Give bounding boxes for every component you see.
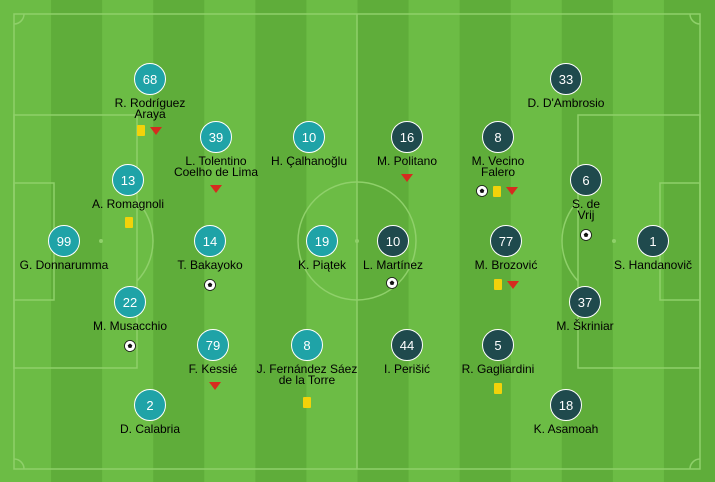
player-name: K. Piątek [297,258,347,272]
pitch-lines [13,13,701,470]
player-number: 99 [48,225,80,257]
player-name: G. Donnarumma [19,258,109,272]
player-number: 13 [112,164,144,196]
player-name: T. Bakayoko [177,258,243,272]
substitution-off-icon [209,382,221,390]
player-name: J. Fernández Sáez de la Torre [256,362,358,387]
pitch-stripe [255,0,307,482]
player-name: F. Kessié [188,362,238,376]
player-number: 18 [550,389,582,421]
player-number: 14 [194,225,226,257]
yellow-card-icon [494,279,502,290]
player-events [124,340,136,352]
player-name: A. Romagnoli [91,197,165,211]
player-name: I. Perišić [383,362,430,376]
player-number: 8 [482,121,514,153]
player-name: K. Asamoah [533,422,599,436]
player-name: L. Martínez [362,258,424,272]
substitution-off-icon [150,126,162,135]
yellow-card-icon [494,383,502,394]
player-number: 68 [134,63,166,95]
player-events [204,279,216,291]
player-name: R. Gagliardini [461,362,535,376]
player-events [210,185,222,193]
yellow-card-icon [125,217,133,228]
player-name: D. D'Ambrosio [527,96,605,110]
player-number: 16 [391,121,423,153]
yellow-card-icon [303,397,311,408]
yellow-card-icon [493,185,501,197]
player-events [401,174,413,182]
player-events [303,397,311,408]
pitch-stripe [663,0,715,482]
player-name: L. Tolentino Coelho de Lima [173,154,259,179]
player-events [580,229,592,241]
player-events [476,185,518,197]
player-number: 5 [482,329,514,361]
player-number: 19 [306,225,338,257]
yellow-card-icon [137,125,145,136]
player-name: M. Politano [376,154,438,168]
player-name: M. Musacchio [92,319,168,333]
substitution-off-icon [506,187,518,195]
player-events [494,383,502,394]
goal-ball-icon [476,185,488,197]
player-number: 37 [569,286,601,318]
player-number: 10 [293,121,325,153]
goal-ball-icon [124,340,136,352]
player-events [494,279,519,290]
player-events [125,217,133,228]
player-name: D. Calabria [119,422,181,436]
substitution-off-icon [210,185,222,193]
player-number: 6 [570,164,602,196]
player-number: 33 [550,63,582,95]
goal-ball-icon [204,279,216,291]
player-number: 44 [391,329,423,361]
substitution-off-icon [507,280,519,289]
player-number: 1 [637,225,669,257]
goal-ball-icon [580,229,592,241]
player-number: 39 [200,121,232,153]
player-number: 77 [490,225,522,257]
player-name: R. Rodríguez Araya [114,96,186,121]
substitution-off-icon [401,174,413,182]
player-name: S. Handanovič [613,258,693,272]
player-events [386,277,398,289]
player-number: 8 [291,329,323,361]
player-events [209,382,221,390]
player-events [137,125,162,136]
goal-ball-icon [386,277,398,289]
player-number: 79 [197,329,229,361]
player-name: H. Çalhanoğlu [270,154,348,168]
player-name: M. Brozović [474,258,538,272]
player-number: 22 [114,286,146,318]
player-name: M. Vecino Falero [471,154,525,179]
player-number: 2 [134,389,166,421]
player-name: S. de Vrij [571,197,601,222]
player-name: M. Škriniar [556,319,614,333]
player-number: 10 [377,225,409,257]
